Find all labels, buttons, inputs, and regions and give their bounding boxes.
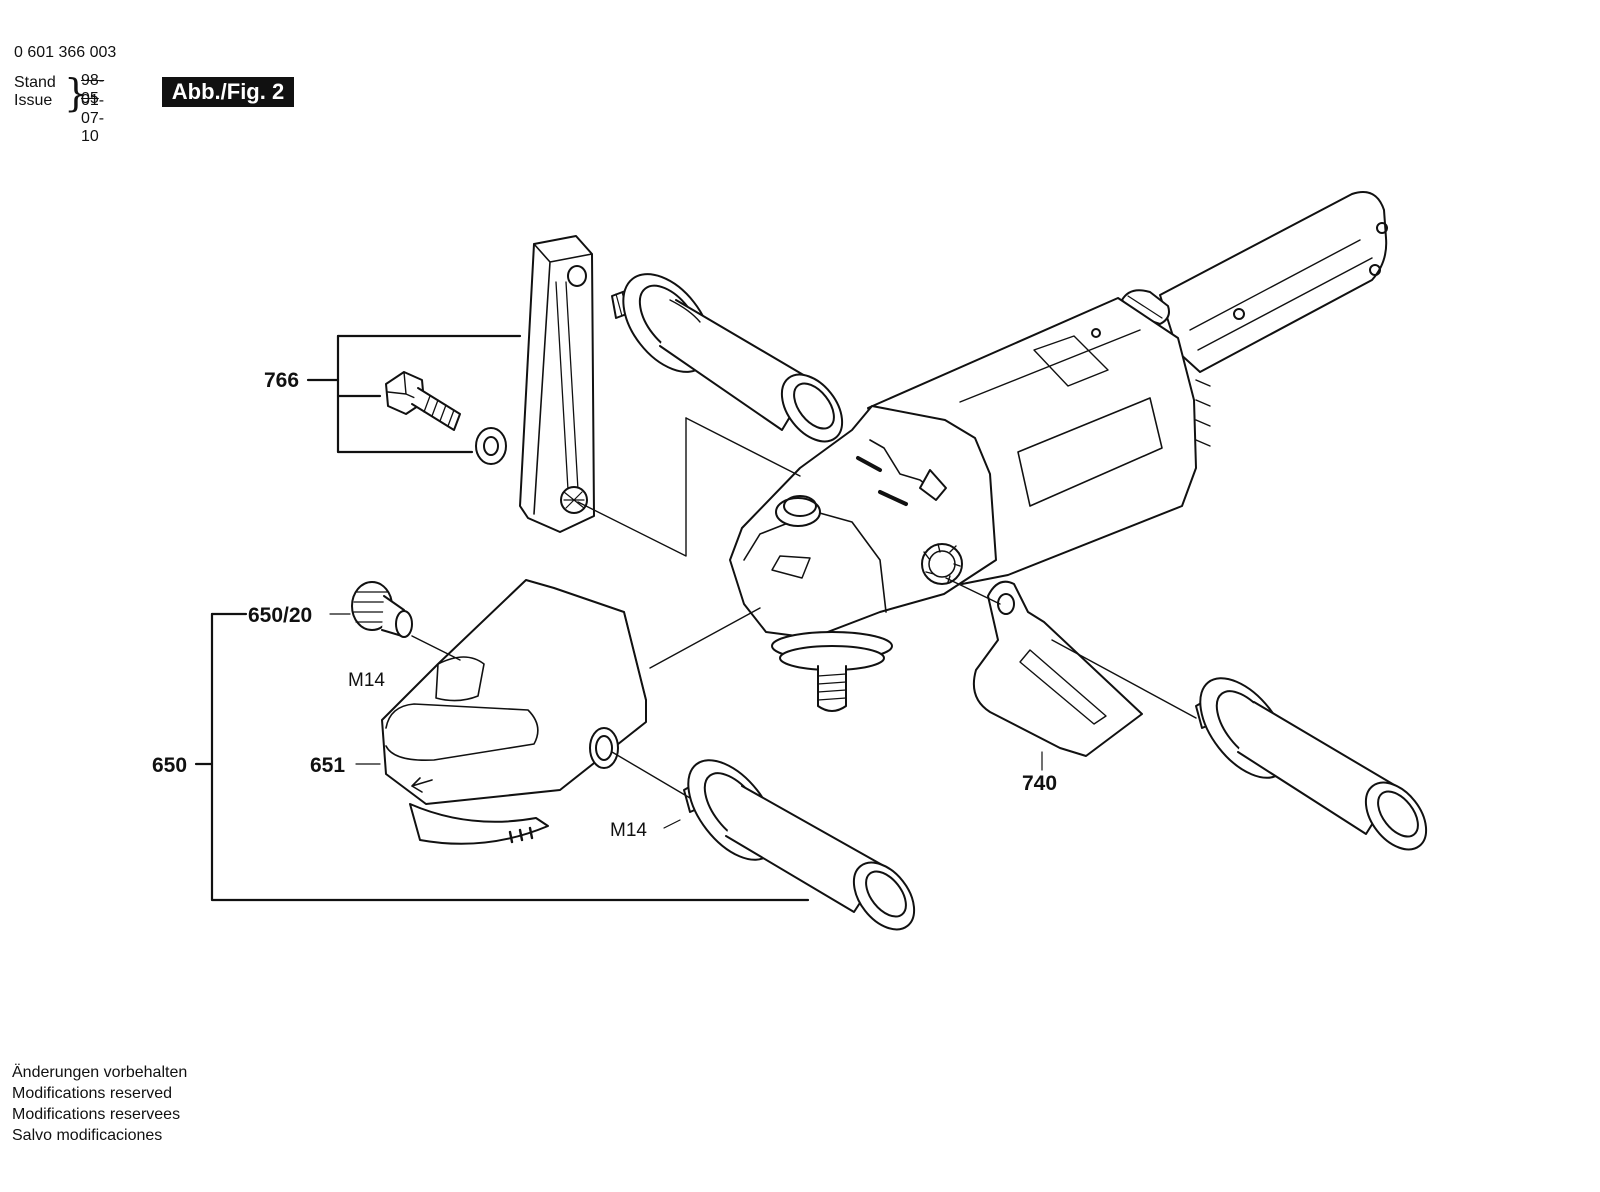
note-de: Änderungen vorbehalten (12, 1064, 188, 1081)
callout-740: 740 (1022, 772, 1057, 795)
stand-label: Stand (14, 74, 56, 91)
part-766-hex-bolt (385, 371, 461, 431)
note-es: Salvo modificaciones (12, 1127, 163, 1144)
callout-650: 650 (152, 754, 187, 777)
callout-m14-top: M14 (348, 670, 385, 691)
issue-label: Issue (14, 92, 53, 109)
grinder-body (729, 191, 1388, 712)
part-651-guard (381, 579, 647, 845)
aux-handle-right (1195, 677, 1428, 851)
part-766-bracket-bar (519, 235, 595, 533)
aux-handle-top (611, 273, 844, 443)
callout-651: 651 (310, 754, 345, 777)
callout-766: 766 (264, 369, 299, 392)
assembly-lines (411, 417, 1197, 799)
note-fr: Modifications reservees (12, 1106, 181, 1123)
brace-glyph: } (64, 71, 89, 115)
note-en: Modifications reserved (12, 1085, 173, 1102)
part-740-bracket (972, 580, 1143, 757)
stand-date: 98-05 (81, 72, 105, 107)
issue-date: 01-07-10 (81, 92, 105, 145)
callout-650-20: 650/20 (248, 604, 312, 627)
figure-badge: Abb./Fig. 2 (162, 77, 294, 107)
aux-handle-bottom (683, 759, 916, 931)
callout-m14-bottom: M14 (610, 820, 647, 841)
callout-brackets (194, 334, 1043, 902)
modification-notes: Änderungen vorbehalten Modifications res… (12, 1062, 187, 1146)
part-766-washer (475, 427, 507, 465)
document-number: 0 601 366 003 (14, 44, 117, 61)
part-650-20-clamp-nut (351, 581, 413, 638)
